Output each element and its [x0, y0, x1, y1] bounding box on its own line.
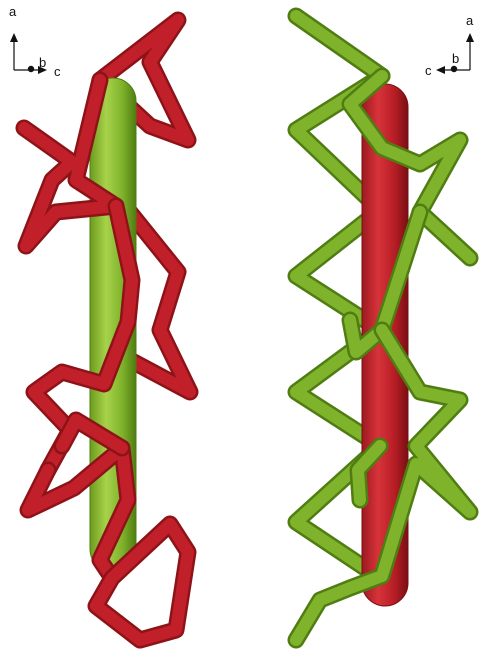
left-axis-label-c: c: [54, 64, 61, 79]
right-axis-label-a: a: [466, 13, 474, 28]
left-axis-label-a: a: [9, 4, 17, 19]
left-axis-triad: a b c: [9, 4, 61, 79]
right-panel: a b c: [296, 13, 474, 640]
left-axis-label-b: b: [39, 55, 46, 70]
left-panel: a b c: [9, 4, 190, 640]
right-axis-label-b: b: [452, 51, 459, 66]
right-axis-triad: a b c: [425, 13, 474, 78]
right-axis-label-c: c: [425, 63, 432, 78]
